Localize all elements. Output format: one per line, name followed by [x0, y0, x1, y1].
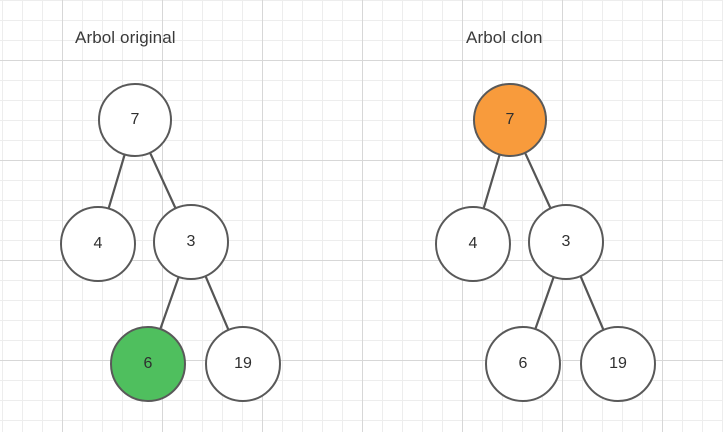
tree-node-clon-7[interactable]: 7 [473, 83, 547, 157]
tree-edge-original-node-3-node-6 [159, 275, 180, 331]
tree-node-original-3[interactable]: 3 [153, 204, 229, 280]
tree-node-label: 4 [468, 235, 478, 252]
tree-node-clon-4[interactable]: 4 [435, 206, 511, 282]
tree-node-clon-6[interactable]: 6 [485, 326, 561, 402]
tree-node-label: 19 [609, 355, 627, 372]
tree-node-label: 6 [143, 355, 153, 372]
tree-node-label: 3 [561, 233, 571, 250]
tree-node-original-19[interactable]: 19 [205, 326, 281, 402]
tree-edge-original-node-7-node-3 [148, 151, 177, 210]
tree-node-original-4[interactable]: 4 [60, 206, 136, 282]
tree-edge-clon-node-7-node-3 [523, 151, 552, 210]
tree-node-clon-3[interactable]: 3 [528, 204, 604, 280]
tree-edge-original-node-7-node-4 [107, 153, 126, 210]
tree-edge-original-node-3-node-19 [204, 274, 230, 332]
tree-node-original-6[interactable]: 6 [110, 326, 186, 402]
panel-title-original: Arbol original [75, 28, 176, 47]
tree-node-label: 6 [518, 355, 528, 372]
tree-node-original-7[interactable]: 7 [98, 83, 172, 157]
tree-node-label: 7 [130, 111, 140, 128]
tree-edge-clon-node-3-node-6 [534, 275, 555, 331]
tree-node-clon-19[interactable]: 19 [580, 326, 656, 402]
tree-node-label: 3 [186, 233, 196, 250]
tree-node-label: 19 [234, 355, 252, 372]
panel-title-clon: Arbol clon [466, 28, 543, 47]
tree-node-label: 7 [505, 111, 515, 128]
tree-node-label: 4 [93, 235, 103, 252]
tree-edge-clon-node-3-node-19 [579, 274, 605, 332]
tree-edge-clon-node-7-node-4 [482, 153, 501, 210]
